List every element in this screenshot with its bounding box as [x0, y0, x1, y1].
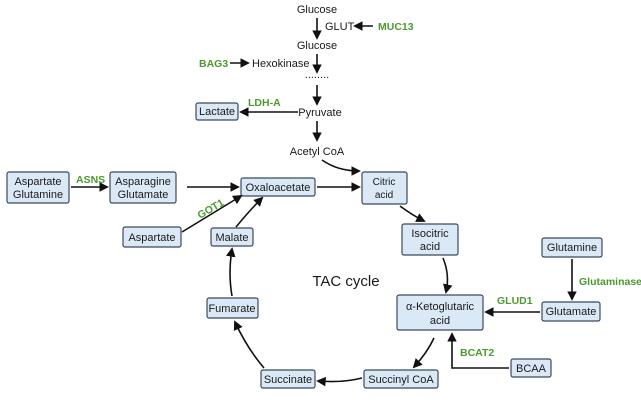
arrow-isocitric-to-akg [442, 257, 453, 294]
lactate-box [195, 102, 239, 121]
aspartate-glutamine-label-1: Aspartate [14, 176, 61, 188]
aspartate-glutamine-label-2: Glutamine [13, 189, 63, 201]
oxaloacetate-box [240, 177, 316, 197]
acetylcoa-label: Acetyl CoA [290, 146, 345, 158]
fumarate-label: Fumarate [208, 303, 255, 315]
bcaa-box [510, 358, 552, 378]
dots-label: ........ [305, 69, 329, 81]
arrow-aspartate-to-oxaloacetate [181, 194, 243, 233]
citric-label-1: Citric [373, 177, 396, 188]
arrow-malate-to-oxaloacetate [235, 196, 264, 228]
gene-asns: ASNS [76, 174, 105, 186]
arrow-akg-to-succinylcoa [412, 337, 435, 369]
akg-box [396, 294, 484, 331]
isocitric-acid-box [401, 223, 459, 256]
glutamate-label: Glutamate [546, 306, 597, 318]
malate-label: Malate [215, 232, 248, 244]
glucose-top-label: Glucose [297, 4, 337, 16]
arrow-bcaa-to-akg [447, 332, 509, 369]
gene-got1: GOT1 [196, 197, 227, 222]
akg-label-1: α-Ketoglutaric [406, 301, 475, 313]
arrow-acetylcoa-to-citric [321, 159, 361, 176]
aspartate-label: Aspartate [128, 232, 175, 244]
gene-glud1: GLUD1 [497, 295, 533, 307]
arrow-succinylcoa-to-succinate [316, 376, 363, 387]
glut-label: GLUT [325, 21, 355, 33]
lactate-label: Lactate [199, 106, 235, 118]
gene-muc13: MUC13 [378, 21, 414, 33]
asparagine-glutamate-label-1: Asparagine [115, 176, 171, 188]
succinate-label: Succinate [264, 374, 312, 386]
asparagine-glutamate-box [109, 171, 177, 204]
succinylcoa-label: Succinyl CoA [368, 374, 434, 386]
isocitric-label-1: Isocitric [411, 228, 449, 240]
gene-bcat2: BCAT2 [460, 347, 494, 359]
akg-label-2: acid [430, 315, 450, 327]
isocitric-label-2: acid [420, 241, 440, 253]
aspartate-box [122, 226, 182, 248]
arrow-fumarate-to-malate [226, 247, 236, 297]
asparagine-glutamate-label-2: Glutamate [118, 189, 169, 201]
hexokinase-label: Hexokinase [252, 58, 309, 70]
fumarate-box [206, 297, 259, 319]
aspartate-glutamine-box [6, 171, 70, 204]
succinylcoa-box [363, 369, 439, 389]
pyruvate-label: Pyruvate [298, 107, 341, 119]
glutamate-box [541, 301, 601, 322]
oxaloacetate-label: Oxaloacetate [246, 182, 311, 194]
glutamine-label: Glutamine [547, 242, 597, 254]
bcaa-label: BCAA [516, 363, 547, 375]
tac-cycle-label: TAC cycle [312, 273, 379, 290]
arrow-succinate-to-fumarate [233, 320, 265, 369]
glutamine-box [541, 237, 603, 258]
citric-label-2: acid [375, 190, 393, 201]
gene-glutaminase: Glutaminase [579, 276, 641, 288]
gene-ldha: LDH-A [248, 97, 281, 109]
arrow-citric-to-isocitric [399, 205, 426, 222]
succinate-box [260, 369, 316, 389]
glucose-mid-label: Glucose [297, 40, 337, 52]
citric-acid-box [361, 171, 408, 205]
gene-bag3: BAG3 [199, 58, 228, 70]
malate-box [210, 227, 254, 247]
